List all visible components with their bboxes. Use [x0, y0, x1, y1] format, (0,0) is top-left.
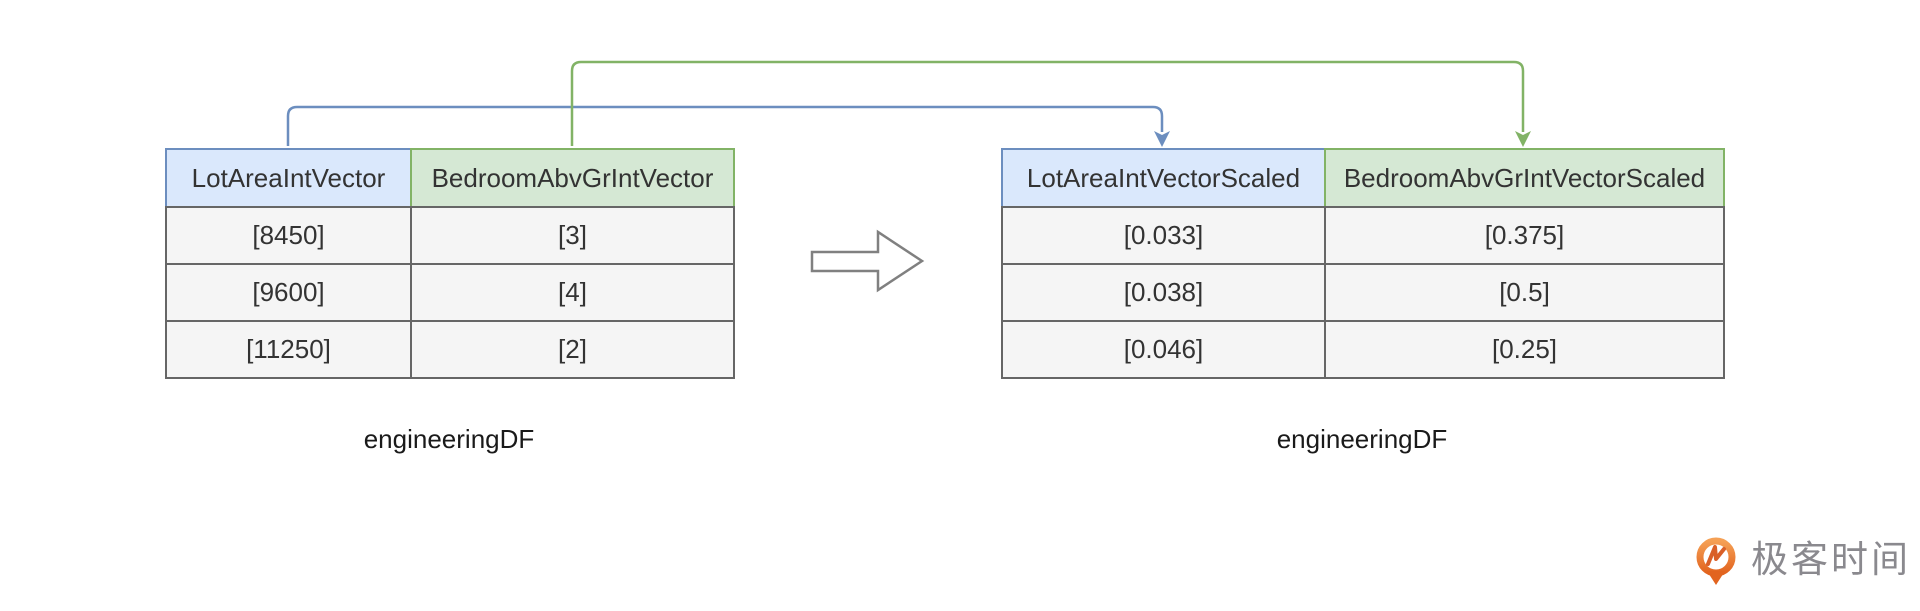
header-cell-bedroom-scaled: BedroomAbvGrIntVectorScaled [1324, 148, 1725, 208]
bedroom-mapping-arrow [570, 60, 1531, 147]
header-cell-lotarea-scaled: LotAreaIntVectorScaled [1001, 148, 1326, 208]
data-cell: [9600] [165, 263, 412, 322]
data-cell: [2] [410, 320, 735, 379]
table-row: [0.038] [0.5] [1001, 263, 1725, 322]
data-cell: [0.5] [1324, 263, 1725, 322]
data-cell: [0.046] [1001, 320, 1326, 379]
scaled-dataframe-table: LotAreaIntVectorScaled BedroomAbvGrIntVe… [1001, 148, 1725, 379]
header-cell-bedroom: BedroomAbvGrIntVector [410, 148, 735, 208]
data-cell: [4] [410, 263, 735, 322]
data-cell: [0.25] [1324, 320, 1725, 379]
table-row: [11250] [2] [165, 320, 735, 379]
header-cell-lotarea: LotAreaIntVector [165, 148, 412, 208]
table-row: [0.033] [0.375] [1001, 206, 1725, 265]
table-row: [8450] [3] [165, 206, 735, 265]
data-cell: [8450] [165, 206, 412, 265]
source-dataframe-table: LotAreaIntVector BedroomAbvGrIntVector [… [165, 148, 735, 379]
scaled-table-caption: engineeringDF [1276, 424, 1448, 454]
transform-arrow-icon [810, 229, 925, 293]
lotarea-mapping-arrow [286, 105, 1170, 147]
geektime-logo: 极客时间 [1692, 534, 1911, 586]
data-cell: [0.033] [1001, 206, 1326, 265]
data-cell: [0.375] [1324, 206, 1725, 265]
table-row: [0.046] [0.25] [1001, 320, 1725, 379]
table-row: [9600] [4] [165, 263, 735, 322]
geektime-logo-text: 极客时间 [1751, 539, 1911, 580]
data-cell: [11250] [165, 320, 412, 379]
data-cell: [0.038] [1001, 263, 1326, 322]
table-header-row: LotAreaIntVector BedroomAbvGrIntVector [165, 148, 735, 208]
table-header-row: LotAreaIntVectorScaled BedroomAbvGrIntVe… [1001, 148, 1725, 208]
source-table-caption: engineeringDF [363, 424, 535, 454]
geektime-logo-icon-spacer [1692, 534, 1740, 586]
data-cell: [3] [410, 206, 735, 265]
